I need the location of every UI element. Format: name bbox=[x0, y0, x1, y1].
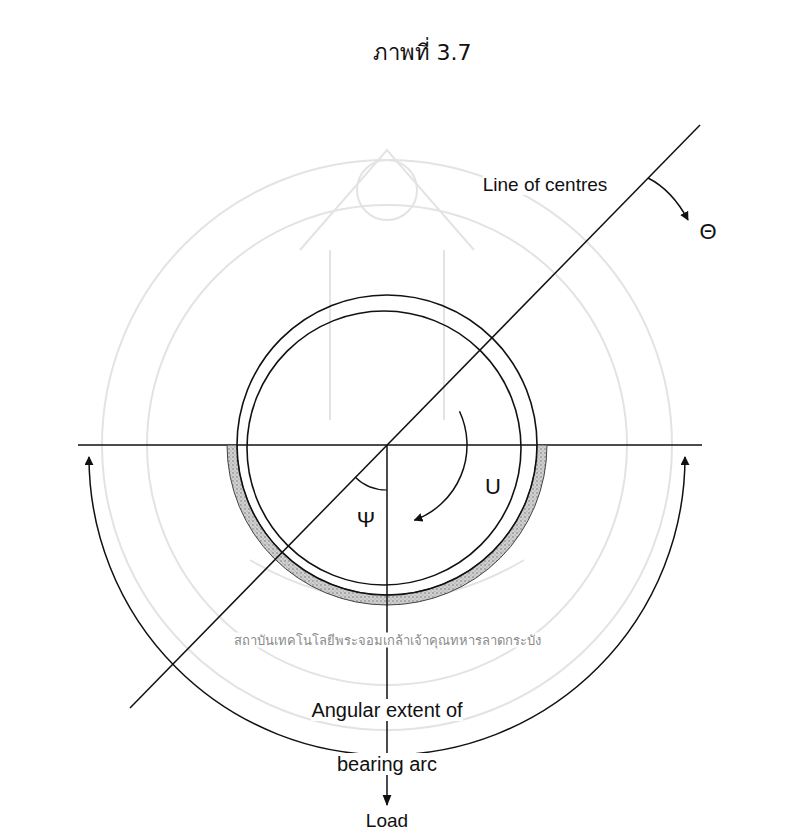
psi-symbol-wrap: Ψ bbox=[357, 507, 375, 533]
theta-symbol: Θ bbox=[699, 219, 716, 244]
bearing-arc-label-wrap: Angular extent of bearing arc bbox=[287, 683, 487, 791]
load-arrow bbox=[386, 445, 388, 805]
line-of-centres-label: Line of centres bbox=[483, 174, 608, 195]
figure-title-wrap: ภาพที่ 3.7 bbox=[373, 35, 472, 70]
watermark-text-wrap: สถาบันเทคโนโลยีพระจอมเกล้าเจ้าคุณทหารลาด… bbox=[234, 630, 541, 651]
theta-arrow bbox=[648, 178, 688, 220]
line-of-centres bbox=[130, 125, 700, 708]
load-label: Load bbox=[366, 810, 408, 831]
watermark-logo bbox=[102, 150, 672, 730]
watermark-text: สถาบันเทคโนโลยีพระจอมเกล้าเจ้าคุณทหารลาด… bbox=[234, 633, 541, 648]
theta-symbol-wrap: Θ bbox=[699, 219, 716, 245]
line-of-centres-label-wrap: Line of centres bbox=[483, 174, 608, 196]
velocity-symbol-wrap: U bbox=[485, 474, 501, 500]
velocity-symbol: U bbox=[485, 474, 501, 499]
psi-angle-arc bbox=[355, 477, 387, 490]
horizontal-line bbox=[78, 444, 702, 446]
load-label-wrap: Load bbox=[366, 810, 408, 832]
figure-title: ภาพที่ 3.7 bbox=[373, 40, 472, 65]
rotation-arrow bbox=[414, 411, 467, 520]
psi-symbol: Ψ bbox=[357, 507, 375, 532]
bearing-arc-label: Angular extent of bearing arc bbox=[311, 699, 462, 775]
